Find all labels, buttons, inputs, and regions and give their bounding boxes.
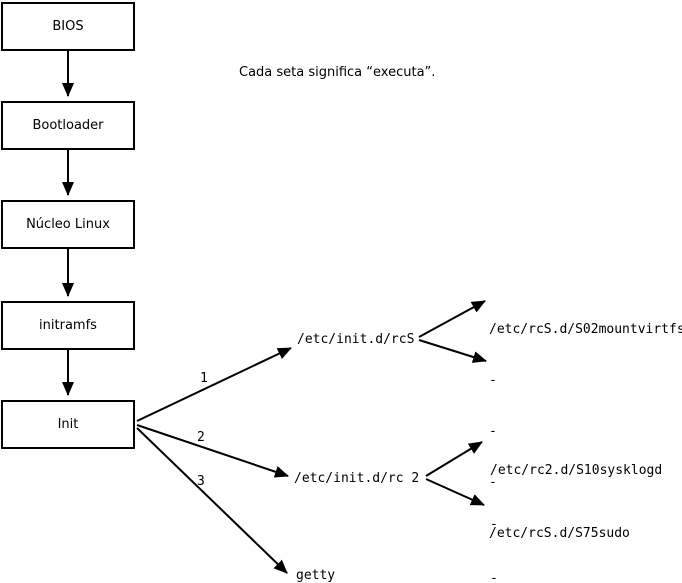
target-getty-label: getty	[296, 568, 336, 583]
target-rc2-label: /etc/init.d/rc 2	[294, 471, 420, 486]
rc2-script-list: /etc/rc2.d/S10sysklogd - - - /etc/rc2.d/…	[490, 426, 662, 583]
arrow-init-to-getty	[136, 427, 288, 574]
node-init: Init	[1, 400, 135, 449]
ellipsis-dash: -	[490, 571, 498, 583]
node-kernel-label: Núcleo Linux	[26, 217, 110, 232]
ellipsis-dash: -	[490, 517, 498, 532]
node-bootloader-label: Bootloader	[32, 118, 104, 133]
ellipsis-dash: -	[489, 475, 497, 490]
arrow-rc2-to-first-script	[425, 441, 483, 477]
rc2-script-first: /etc/rc2.d/S10sysklogd	[490, 463, 663, 478]
target-rcs-label: /etc/init.d/rcS	[297, 332, 415, 347]
arrow-init-to-rc2	[136, 424, 289, 478]
rcs-script-first: /etc/rcS.d/S02mountvirtfs	[489, 322, 682, 337]
arrow-init-to-rcs	[136, 347, 292, 422]
arrow-rcs-to-first-script	[418, 300, 486, 338]
branch-label-3: 3	[197, 474, 205, 489]
ellipsis-dash: -	[489, 373, 497, 388]
legend-note: Cada seta significa “executa”.	[239, 65, 436, 80]
arrow-rc2-to-last-script	[425, 478, 485, 506]
branch-label-1: 1	[200, 371, 208, 386]
ellipsis-dash: -	[489, 424, 497, 439]
branch-label-2: 2	[197, 430, 205, 445]
rcs-script-list: /etc/rcS.d/S02mountvirtfs - - - /etc/rcS…	[489, 287, 682, 576]
arrow-rcs-to-last-script	[418, 339, 487, 363]
node-kernel: Núcleo Linux	[1, 200, 135, 249]
node-initramfs-label: initramfs	[39, 318, 97, 333]
node-bootloader: Bootloader	[1, 101, 135, 150]
rcs-script-last: /etc/rcS.d/S75sudo	[489, 526, 630, 541]
node-bios: BIOS	[1, 2, 135, 51]
node-bios-label: BIOS	[52, 19, 84, 34]
node-initramfs: initramfs	[1, 301, 135, 350]
node-init-label: Init	[57, 417, 79, 432]
